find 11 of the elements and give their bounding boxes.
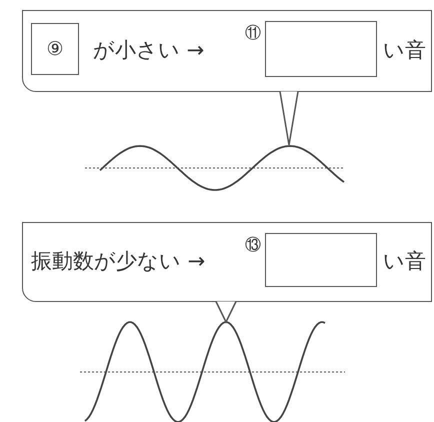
question-number: ⑪: [245, 25, 261, 41]
numbered-box: ⑨: [31, 23, 79, 75]
speech-bubble: [22, 222, 432, 302]
bubble-text: 振動数が少ない →: [31, 251, 206, 272]
bubble-text: が小さい →: [93, 40, 204, 61]
speech-bubble: [22, 10, 432, 92]
bubble-text: い音: [383, 251, 426, 272]
answer-box: [265, 233, 377, 287]
question-number: ⑬: [245, 237, 261, 253]
bubble-text: い音: [383, 40, 426, 61]
answer-box: [265, 21, 377, 77]
